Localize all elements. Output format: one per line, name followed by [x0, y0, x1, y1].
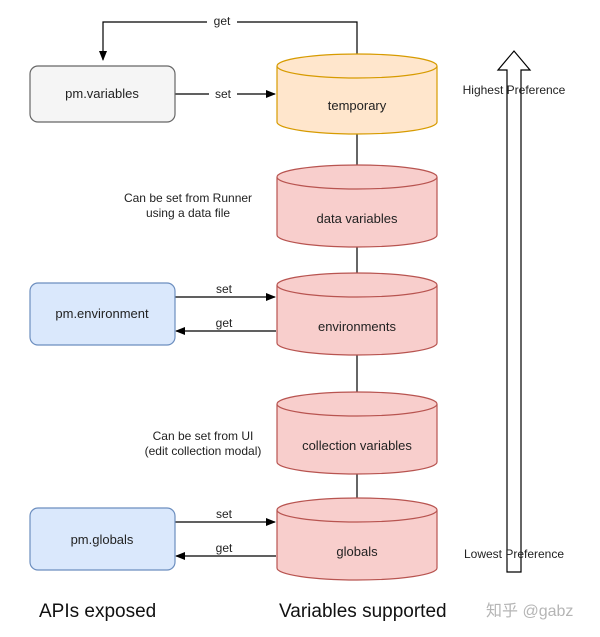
note-runner-line2: using a data file: [146, 206, 230, 220]
store-cylinder-collection: collection variables: [276, 391, 438, 475]
store-cylinder-globals: globals: [276, 497, 438, 581]
api-box-globals: pm.globals: [29, 507, 176, 571]
api-label-variables: pm.variables: [65, 86, 139, 101]
preference-arrow-icon: [496, 50, 532, 573]
store-label-data: data variables: [317, 211, 398, 226]
store-cylinder-temporary: temporary: [276, 53, 438, 135]
store-label-temporary: temporary: [328, 98, 387, 113]
caption-apis-exposed: APIs exposed: [39, 601, 156, 622]
edge-label-get-environment: get: [216, 316, 233, 330]
api-box-environment: pm.environment: [29, 282, 176, 346]
edge-label-set-globals: set: [216, 507, 233, 521]
api-label-globals: pm.globals: [71, 532, 134, 547]
note-runner-line1: Can be set from Runner: [124, 191, 252, 205]
edge-label-get-globals: get: [216, 541, 233, 555]
watermark-text: 知乎 @gabz: [486, 602, 573, 620]
edge-label-get-variables: get: [214, 14, 231, 28]
preference-highest: Highest Preference: [463, 83, 566, 97]
edge-label-set-variables: set: [215, 87, 232, 101]
preference-lowest: Lowest Preference: [464, 547, 564, 561]
store-cylinder-data: data variables: [276, 164, 438, 248]
api-label-environment: pm.environment: [55, 306, 149, 321]
store-label-globals: globals: [336, 544, 378, 559]
api-box-variables: pm.variables: [29, 65, 176, 123]
note-ui-line2: (edit collection modal): [145, 444, 262, 458]
caption-variables-supported: Variables supported: [279, 601, 447, 622]
store-cylinder-environments: environments: [276, 272, 438, 356]
store-label-environments: environments: [318, 319, 397, 334]
store-label-collection: collection variables: [302, 438, 412, 453]
note-ui-line1: Can be set from UI: [153, 429, 254, 443]
edge-label-set-environment: set: [216, 282, 233, 296]
